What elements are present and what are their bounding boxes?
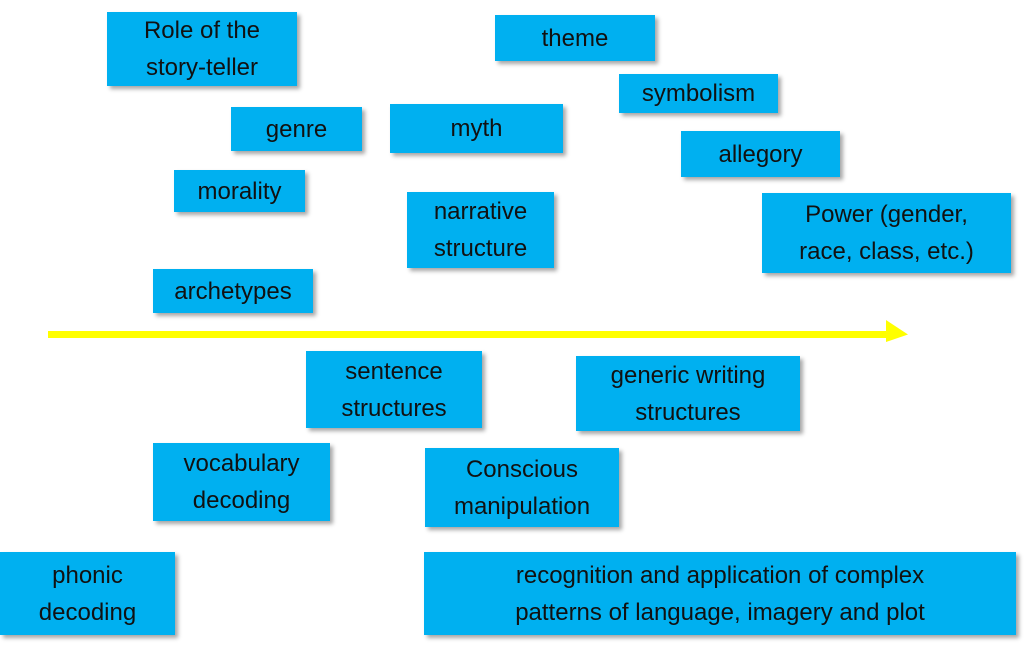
box-label: Power (gender, race, class, etc.) — [799, 201, 974, 265]
box-vocabulary-decoding: vocabulary decoding — [153, 443, 330, 521]
box-morality: morality — [174, 170, 305, 212]
box-symbolism: symbolism — [619, 74, 778, 113]
box-theme: theme — [495, 15, 655, 61]
box-label: archetypes — [174, 277, 292, 305]
box-recognition: recognition and application of complex p… — [424, 552, 1016, 635]
box-phonic-decoding: phonic decoding — [0, 552, 175, 635]
box-label: theme — [541, 24, 609, 52]
box-conscious-manipulation: Conscious manipulation — [425, 448, 619, 527]
box-narrative-structure: narrative structure — [407, 192, 554, 268]
box-myth: myth — [390, 104, 563, 153]
box-label: recognition and application of complex p… — [515, 561, 925, 626]
box-label: generic writing structures — [610, 361, 766, 426]
box-archetypes: archetypes — [153, 269, 313, 313]
box-label: narrative structure — [433, 198, 528, 262]
box-label: Role of the story-teller — [143, 17, 261, 81]
box-role-of-storyteller: Role of the story-teller — [107, 12, 297, 86]
arrow-head — [886, 320, 908, 342]
arrow-shaft — [48, 331, 888, 338]
box-label: Conscious manipulation — [453, 455, 591, 520]
box-label: morality — [197, 177, 282, 205]
box-label: genre — [265, 115, 328, 143]
box-generic-writing-structures: generic writing structures — [576, 356, 800, 431]
box-label: vocabulary decoding — [183, 450, 300, 514]
box-label: allegory — [718, 140, 803, 168]
box-label: myth — [450, 115, 503, 142]
box-sentence-structures: sentence structures — [306, 351, 482, 428]
box-label: sentence structures — [341, 357, 447, 422]
box-label: phonic decoding — [38, 561, 137, 626]
box-power: Power (gender, race, class, etc.) — [762, 193, 1011, 273]
box-genre: genre — [231, 107, 362, 151]
box-label: symbolism — [641, 80, 756, 107]
box-allegory: allegory — [681, 131, 840, 177]
